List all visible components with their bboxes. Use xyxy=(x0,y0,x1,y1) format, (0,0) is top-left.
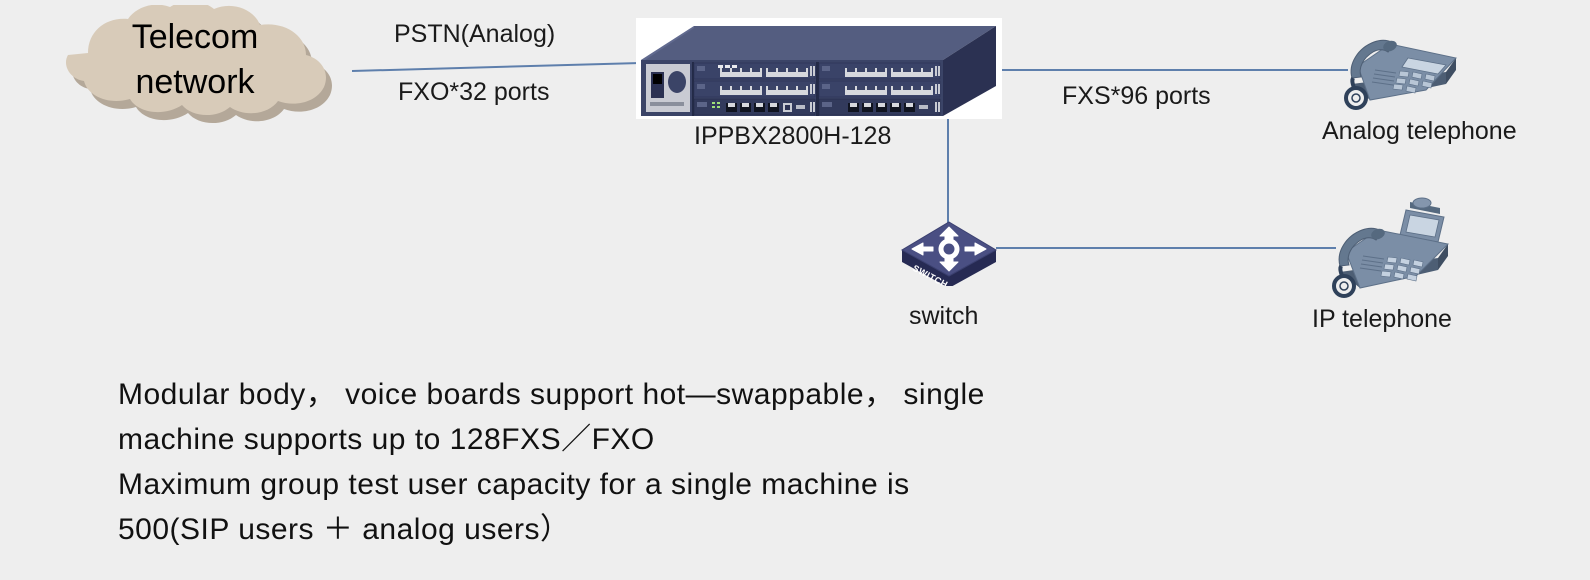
network-switch-icon[interactable]: SWITCH xyxy=(898,218,1000,290)
ip-telephone-label: IP telephone xyxy=(1312,305,1452,333)
analog-telephone-label: Analog telephone xyxy=(1322,117,1517,145)
fxs-ports-label: FXS*96 ports xyxy=(1062,82,1211,110)
switch-label: switch xyxy=(909,302,979,330)
pstn-label: PSTN(Analog) xyxy=(394,20,556,48)
description-line-1: Modular body， voice boards support hot—s… xyxy=(118,378,985,411)
link-switch-ipphone-wire xyxy=(996,247,1336,249)
link-pstn-wire xyxy=(351,50,641,74)
description-line-2: machine supports up to 128FXS／FXO xyxy=(118,423,655,456)
description-line-3: Maximum group test user capacity for a s… xyxy=(118,468,910,501)
ippbx-label: IPPBX2800H-128 xyxy=(694,122,892,150)
fxo-ports-label: FXO*32 ports xyxy=(398,78,550,106)
description-text: Modular body， voice boards support hot—s… xyxy=(118,372,1118,552)
telecom-network-cloud[interactable]: Telecom network xyxy=(10,5,380,135)
link-ippbx-switch-wire xyxy=(947,119,949,237)
ip-telephone-icon[interactable] xyxy=(1318,196,1454,302)
ippbx-device[interactable] xyxy=(636,18,1002,119)
description-line-4: 500(SIP users ＋ analog users） xyxy=(118,513,571,546)
analog-telephone-icon[interactable] xyxy=(1334,22,1462,114)
link-fxs-wire xyxy=(1002,69,1348,71)
